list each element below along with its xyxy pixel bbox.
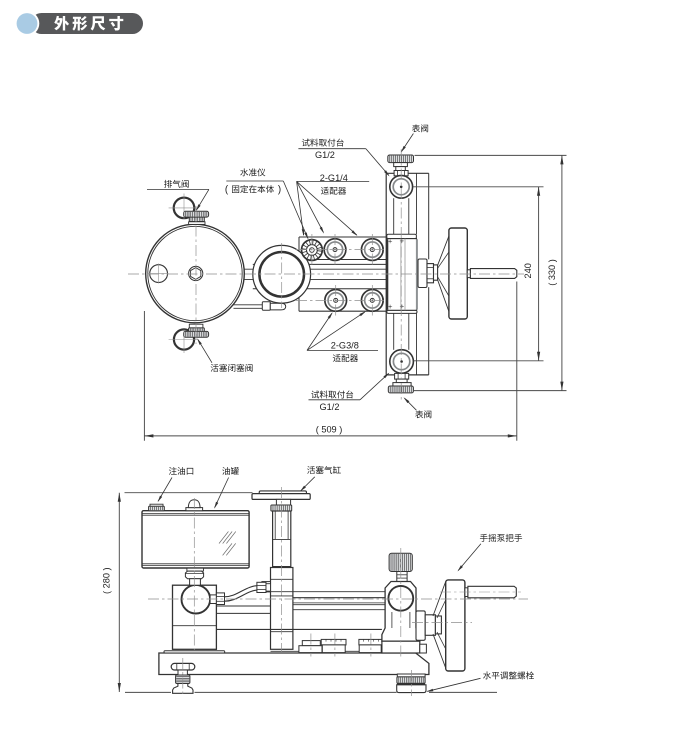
svg-text:2-G1/4: 2-G1/4 xyxy=(320,173,348,183)
svg-text:( 280 ): ( 280 ) xyxy=(102,567,112,594)
svg-text:2-G3/8: 2-G3/8 xyxy=(331,341,359,351)
svg-text:( 330 ): ( 330 ) xyxy=(547,259,557,286)
svg-text:( 509 ): ( 509 ) xyxy=(316,425,343,435)
svg-text:G1/2: G1/2 xyxy=(320,402,340,412)
svg-text:): ) xyxy=(278,185,281,196)
svg-text:240: 240 xyxy=(523,263,533,278)
svg-text:G1/2: G1/2 xyxy=(315,150,335,160)
svg-text:(: ( xyxy=(225,185,229,196)
